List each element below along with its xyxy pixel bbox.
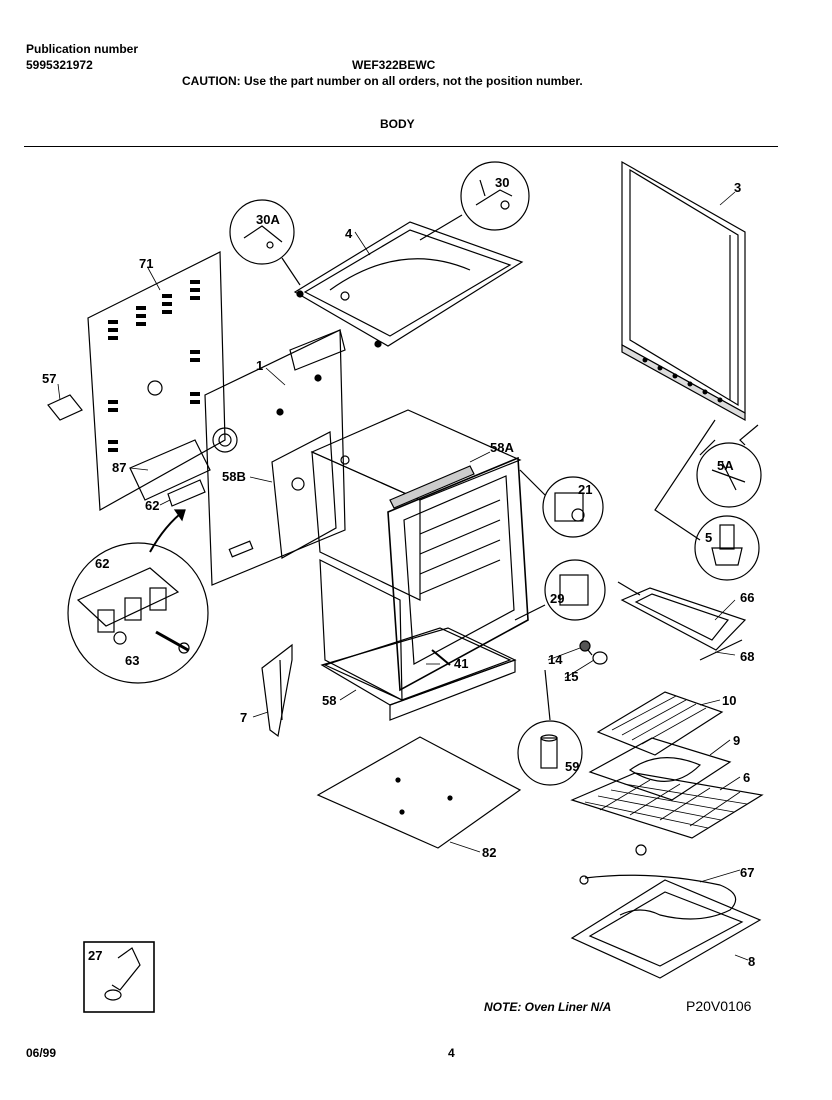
part-back-frame <box>204 329 346 586</box>
callout-5: 5 <box>705 530 712 545</box>
callout-6: 6 <box>743 770 750 785</box>
part-8-cover <box>570 879 762 979</box>
detail-5a <box>696 439 762 508</box>
part-front-frame <box>387 456 529 692</box>
detail-5 <box>654 419 760 581</box>
part-57-plate <box>47 394 83 421</box>
detail-30 <box>419 161 530 241</box>
part-9-broil-pan <box>588 737 732 801</box>
model-number: WEF322BEWC <box>352 58 436 72</box>
callout-30: 30 <box>495 175 509 190</box>
detail-62-63 <box>67 509 209 684</box>
callout-21: 21 <box>578 482 592 497</box>
oven-liner-note: NOTE: Oven Liner N/A <box>484 1000 612 1014</box>
diagram-code: P20V0106 <box>686 998 752 1014</box>
callout-15: 15 <box>564 669 578 684</box>
part-82-bottom-panel <box>316 736 522 849</box>
callout-58: 58 <box>322 693 336 708</box>
part-7-hinge <box>261 643 293 738</box>
callout-58b: 58B <box>222 469 246 484</box>
part-top-panel <box>293 221 524 348</box>
part-14-15-light <box>579 640 608 665</box>
part-41-screw <box>431 649 451 666</box>
callout-68: 68 <box>740 649 754 664</box>
callout-8: 8 <box>748 954 755 969</box>
caution-note: CAUTION: Use the part number on all orde… <box>182 74 583 88</box>
detail-59 <box>517 669 583 786</box>
callout-62-detail: 62 <box>95 556 109 571</box>
part-lower-body <box>319 559 512 701</box>
callout-66: 66 <box>740 590 754 605</box>
part-oven-body <box>310 409 522 601</box>
header-rule <box>24 146 778 147</box>
leader-lines <box>57 191 749 961</box>
callout-10: 10 <box>722 693 736 708</box>
part-62-bracket <box>167 479 206 507</box>
callout-5a: 5A <box>717 458 734 473</box>
callout-27: 27 <box>88 948 102 963</box>
section-title: BODY <box>380 117 415 131</box>
publication-number: 5995321972 <box>26 58 93 72</box>
callout-1: 1 <box>256 358 263 373</box>
part-10-broil-grid <box>596 691 724 756</box>
callout-7: 7 <box>240 710 247 725</box>
part-58b-insulation <box>271 431 337 559</box>
publication-label: Publication number <box>26 42 139 56</box>
parts-diagram: 3 4 30 30A 71 1 57 87 58B 62 58A 21 5A 5… <box>42 160 764 1013</box>
part-side-panel <box>621 160 746 422</box>
callout-71: 71 <box>139 256 153 271</box>
date: 06/99 <box>26 1046 57 1060</box>
callout-59: 59 <box>565 759 579 774</box>
detail-29 <box>514 559 606 621</box>
part-rear-panel <box>87 251 226 511</box>
part-66-bake-element <box>617 581 747 661</box>
callout-30a: 30A <box>256 212 280 227</box>
detail-30a <box>229 199 301 286</box>
callout-41: 41 <box>454 656 468 671</box>
callout-82: 82 <box>482 845 496 860</box>
callout-87: 87 <box>112 460 126 475</box>
callout-29: 29 <box>550 591 564 606</box>
detail-21 <box>519 469 604 538</box>
callout-62-small: 62 <box>145 498 159 513</box>
callout-3: 3 <box>734 180 741 195</box>
callout-67: 67 <box>740 865 754 880</box>
callout-58a: 58A <box>490 440 514 455</box>
callout-4: 4 <box>345 226 353 241</box>
part-6-oven-rack <box>570 772 764 856</box>
callout-9: 9 <box>733 733 740 748</box>
part-67-broil-element <box>579 874 737 920</box>
callout-57: 57 <box>42 371 56 386</box>
detail-27-box <box>83 941 155 1013</box>
callout-14: 14 <box>548 652 563 667</box>
page-number: 4 <box>448 1046 455 1060</box>
callout-63: 63 <box>125 653 139 668</box>
part-58-insulation <box>320 627 517 721</box>
